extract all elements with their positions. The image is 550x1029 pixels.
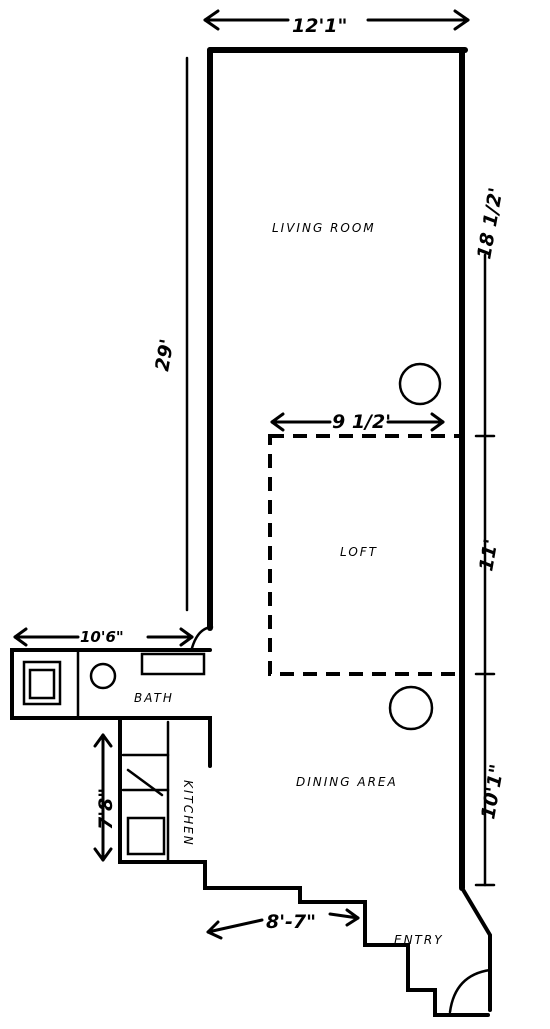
loft-width-dimension: 9 1/2' — [332, 411, 391, 433]
bath-fixtures — [22, 650, 206, 720]
kitchen-length-arrow — [93, 733, 113, 862]
door-swing — [190, 625, 214, 650]
bath-width-arrow — [13, 627, 194, 647]
living-room-column — [398, 362, 442, 406]
right-dimension-line — [474, 253, 496, 887]
kitchen-length-dimension: 7'8" — [95, 788, 117, 830]
right-lower-dimension: 10'1" — [477, 762, 508, 820]
entry-label: ENTRY — [394, 933, 444, 947]
entry-door-arc — [448, 968, 492, 1014]
left-length-dimension: 29' — [151, 337, 178, 373]
dining-area-column — [388, 685, 434, 731]
kitchen-fixtures — [121, 720, 170, 862]
top-width-dimension: 12'1" — [292, 15, 347, 37]
dining-area-label: DINING AREA — [296, 775, 398, 789]
loft-width-arrow — [270, 412, 445, 432]
bath-width-dimension: 10'6" — [80, 628, 124, 646]
top-dimension-arrow — [203, 9, 470, 31]
entry-width-arrow — [206, 908, 360, 940]
loft-label: LOFT — [340, 545, 378, 559]
entry-width-dimension: 8'-7" — [266, 911, 316, 933]
right-middle-dimension: 11' — [475, 537, 502, 573]
loft-outline — [268, 434, 464, 676]
bath-label: BATH — [134, 691, 174, 705]
living-room-label: LIVING ROOM — [272, 221, 376, 235]
right-upper-dimension: 18 1/2' — [473, 186, 507, 261]
exterior-walls — [10, 47, 492, 1017]
kitchen-label: KITCHEN — [181, 780, 195, 847]
